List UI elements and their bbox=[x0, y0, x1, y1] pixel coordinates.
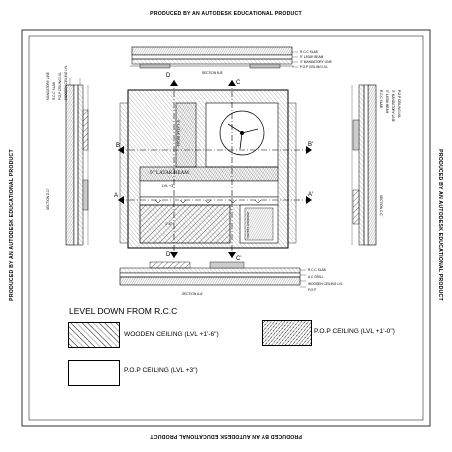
section-left-title: SECTION D-D' bbox=[46, 188, 50, 210]
beam-label-horizontal: 9" LATAK BEAM bbox=[150, 170, 189, 176]
section-left-label-4: WOODEN CEILING LVL bbox=[64, 65, 68, 100]
marker-a: A bbox=[114, 193, 119, 199]
marker-d: D bbox=[166, 73, 171, 79]
section-left-label-1: MANDATORY LINE bbox=[46, 72, 50, 100]
section-right bbox=[351, 84, 377, 246]
section-top-label-3: 3" MANDATORY LINE bbox=[300, 60, 332, 64]
marker-b-prime: B' bbox=[308, 142, 314, 148]
section-bottom-label-2: A.C GRILL bbox=[308, 275, 324, 279]
marker-c: C bbox=[236, 80, 241, 86]
section-bottom-label-3: WOODEN CEILING LVL bbox=[308, 282, 343, 286]
section-lines bbox=[118, 80, 312, 258]
legend-title: LEVEL DOWN FROM R.C.C bbox=[69, 306, 178, 316]
marker-b: B bbox=[116, 143, 121, 149]
section-top-label-4: P.O.P CEILING LVL bbox=[300, 65, 328, 69]
section-left-label-2: R.C.C SLAB bbox=[52, 82, 56, 100]
beam-label-vertical: 9" LATAK BEAM bbox=[176, 120, 180, 147]
section-top bbox=[130, 46, 298, 69]
drawing-inner-frame bbox=[28, 35, 424, 421]
section-right-label-1: R.C.C SLAB bbox=[379, 90, 383, 108]
section-bottom-title: SECTION A-A' bbox=[182, 292, 203, 296]
marker-a-prime: A' bbox=[308, 192, 314, 198]
legend-swatch-wooden bbox=[68, 322, 120, 348]
marker-d-prime: D' bbox=[166, 252, 172, 258]
section-right-label-2: 9" LATAK BEAM bbox=[385, 90, 389, 114]
wooden-panel-text: WOODEN CEILING bbox=[246, 212, 250, 239]
legend-label-plain: P.O.P CEILING (LVL +3") bbox=[124, 367, 198, 374]
legend-label-wooden: WOODEN CEILING (LVL +1'-6") bbox=[124, 331, 219, 338]
section-right-label-3: 3" MANDATORY LINE bbox=[391, 90, 395, 122]
section-bottom bbox=[119, 261, 306, 288]
drawing-frame bbox=[21, 29, 431, 427]
section-right-label-4: P.O.P CEILING LVL bbox=[397, 90, 401, 118]
marker-c-prime: C' bbox=[236, 256, 242, 262]
dim-text: 1'-6" bbox=[165, 222, 173, 226]
legend-swatch-plain bbox=[68, 360, 120, 386]
section-top-label-2: 9" LATAK BEAM bbox=[300, 55, 324, 59]
section-left-label-3: P.O.P CEILING LVL bbox=[58, 72, 62, 100]
section-top-label-1: R.C.C SLAB bbox=[300, 50, 318, 54]
legend-label-pop: P.O.P CEILING (LVL +1'-0") bbox=[314, 328, 395, 335]
level-text: LVL +3" bbox=[162, 184, 175, 188]
section-top-title: SECTION B-B' bbox=[202, 71, 223, 75]
ceiling-plan bbox=[119, 89, 297, 249]
section-bottom-label-4: P.O.P bbox=[308, 288, 317, 292]
watermark-top: PRODUCED BY AN AUTODESK EDUCATIONAL PROD… bbox=[150, 11, 302, 17]
wooden-ceiling-panel bbox=[139, 204, 231, 244]
section-left bbox=[65, 78, 89, 246]
section-bottom-label-1: R.C.C SLAB bbox=[308, 268, 326, 272]
section-right-title: SECTION C-C' bbox=[379, 195, 383, 217]
legend-swatch-pop bbox=[262, 320, 312, 346]
